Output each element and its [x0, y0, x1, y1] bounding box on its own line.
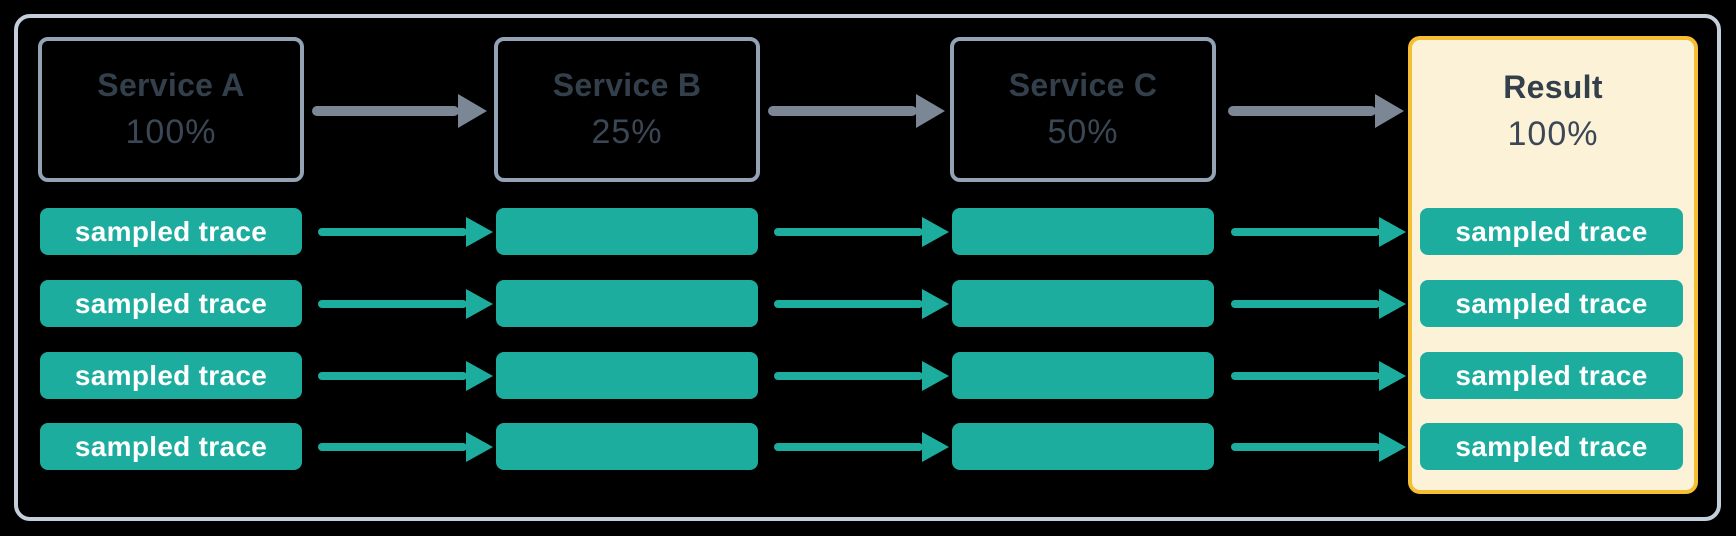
- arrow-shaft: [1231, 300, 1380, 308]
- arrow-shaft: [1228, 106, 1376, 116]
- service-c-sample-rate: 50%: [1047, 113, 1119, 151]
- trace-arrow-b-c: [774, 217, 949, 247]
- service-c-title: Service C: [1008, 67, 1158, 103]
- arrow-shaft: [1231, 443, 1380, 451]
- sampled-trace-pill: sampled trace: [1420, 423, 1683, 470]
- arrow-shaft: [774, 443, 923, 451]
- arrow-service-b-to-c: [768, 93, 945, 129]
- arrow-shaft: [774, 228, 923, 236]
- result-title: Result: [1503, 68, 1603, 105]
- service-b-sample-rate: 25%: [591, 113, 663, 151]
- sampled-trace-pill: sampled trace: [1420, 280, 1683, 327]
- service-b-title: Service B: [552, 67, 702, 103]
- sampled-trace-pill: sampled trace: [40, 280, 302, 327]
- arrow-shaft: [768, 106, 917, 116]
- arrow-service-c-to-result: [1228, 93, 1404, 129]
- arrow-head-icon: [1379, 432, 1406, 462]
- arrow-shaft: [318, 443, 467, 451]
- arrow-head-icon: [466, 289, 493, 319]
- arrow-head-icon: [1379, 361, 1406, 391]
- arrow-shaft: [318, 300, 467, 308]
- sampled-trace-pill: sampled trace: [1420, 352, 1683, 399]
- trace-arrow-c-result: [1231, 432, 1406, 462]
- arrow-head-icon: [466, 361, 493, 391]
- sampled-trace-pill: sampled trace: [40, 423, 302, 470]
- arrow-shaft: [312, 106, 459, 116]
- arrow-head-icon: [916, 94, 945, 128]
- trace-bar: [952, 280, 1214, 327]
- sampled-trace-pill: sampled trace: [1420, 208, 1683, 255]
- trace-arrow-a-b: [318, 361, 493, 391]
- arrow-shaft: [1231, 372, 1380, 380]
- trace-arrow-c-result: [1231, 217, 1406, 247]
- arrow-shaft: [774, 300, 923, 308]
- arrow-shaft: [318, 372, 467, 380]
- trace-arrow-c-result: [1231, 289, 1406, 319]
- trace-arrow-b-c: [774, 361, 949, 391]
- service-a-title: Service A: [97, 67, 245, 103]
- arrow-head-icon: [1375, 94, 1404, 128]
- trace-bar: [496, 208, 758, 255]
- arrow-head-icon: [922, 217, 949, 247]
- arrow-head-icon: [1379, 289, 1406, 319]
- arrow-head-icon: [466, 217, 493, 247]
- arrow-shaft: [1231, 228, 1380, 236]
- trace-bar: [952, 352, 1214, 399]
- arrow-head-icon: [922, 432, 949, 462]
- result-header: Result 100%: [1412, 40, 1694, 182]
- service-a-sample-rate: 100%: [125, 113, 217, 151]
- trace-arrow-c-result: [1231, 361, 1406, 391]
- arrow-head-icon: [1379, 217, 1406, 247]
- trace-bar: [952, 208, 1214, 255]
- arrow-service-a-to-b: [312, 93, 487, 129]
- arrow-shaft: [774, 372, 923, 380]
- service-c-node: Service C 50%: [950, 37, 1216, 182]
- sampled-trace-pill: sampled trace: [40, 208, 302, 255]
- trace-bar: [496, 352, 758, 399]
- result-sample-rate: 100%: [1507, 114, 1599, 153]
- arrow-head-icon: [458, 94, 487, 128]
- sampled-trace-pill: sampled trace: [40, 352, 302, 399]
- arrow-head-icon: [466, 432, 493, 462]
- arrow-head-icon: [922, 289, 949, 319]
- trace-bar: [496, 280, 758, 327]
- arrow-shaft: [318, 228, 467, 236]
- trace-bar: [496, 423, 758, 470]
- service-a-node: Service A 100%: [38, 37, 304, 182]
- trace-bar: [952, 423, 1214, 470]
- outer-frame: [14, 14, 1721, 521]
- trace-arrow-a-b: [318, 217, 493, 247]
- result-node: Result 100% sampled trace sampled trace …: [1408, 36, 1698, 494]
- arrow-head-icon: [922, 361, 949, 391]
- trace-arrow-b-c: [774, 432, 949, 462]
- trace-arrow-a-b: [318, 432, 493, 462]
- trace-arrow-a-b: [318, 289, 493, 319]
- service-b-node: Service B 25%: [494, 37, 760, 182]
- trace-arrow-b-c: [774, 289, 949, 319]
